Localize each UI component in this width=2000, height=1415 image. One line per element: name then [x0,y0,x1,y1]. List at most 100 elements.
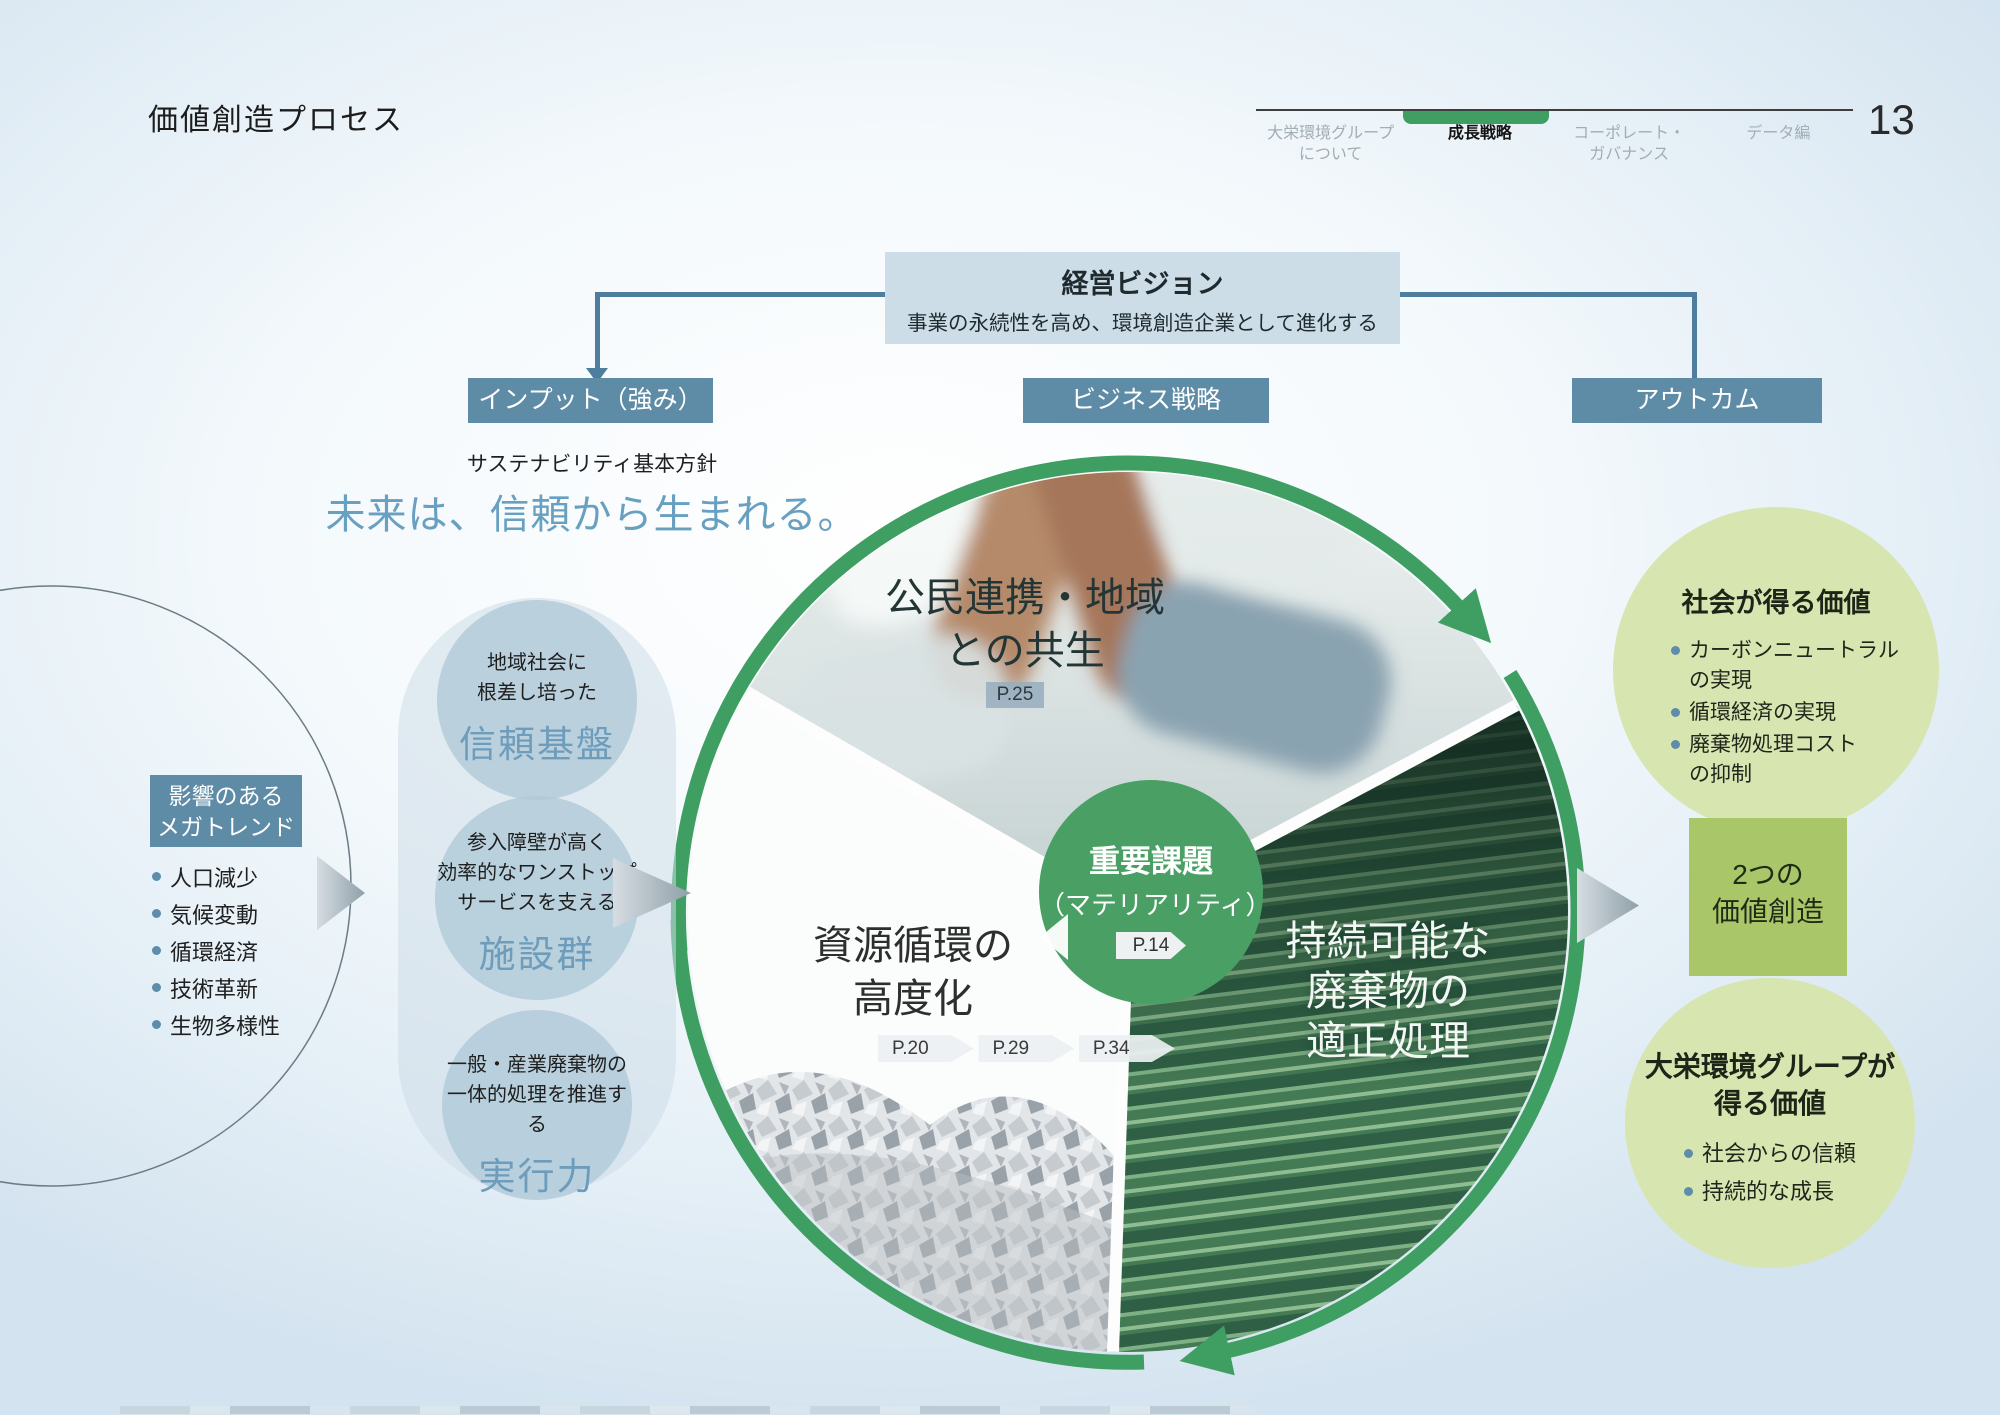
strength-desc: 一体的処理を推進する [447,1084,627,1136]
vision-subtitle: 事業の永続性を高め、環境創造企業として進化する [907,312,1378,335]
list-item: 循環経済 [152,932,280,969]
list-item: 技術革新 [152,969,280,1006]
strength-desc: 参入障壁が高く [467,832,607,854]
nav-label: ガバナンス [1589,146,1669,163]
outcome-item: の抑制 [1689,763,1752,786]
vision-box: 経営ビジョン 事業の永続性を高め、環境創造企業として進化する [885,252,1400,344]
segment-title-line: 廃棄物の [1306,968,1470,1014]
page-ref-list: P.20 P.29 P.34 [878,1035,1175,1067]
outcome-title: 社会が得る価値 [1681,588,1871,618]
nav-label: 大栄環境グループ [1267,125,1395,142]
column-label-business: ビジネス戦略 [1023,378,1269,423]
outcome-circle-group: 大栄環境グループが 得る価値 社会からの信頼 持続的な成長 [1625,978,1915,1268]
megatrend-label: 技術革新 [170,976,259,1002]
bullet-dot-icon [152,909,161,918]
bullet-dot-icon [1671,646,1680,655]
page-ref-tag[interactable]: P.25 [986,682,1044,708]
bullet-dot-icon [152,872,161,881]
nav-label: データ編 [1746,125,1811,142]
outcome-list: 社会からの信頼 持続的な成長 [1683,1136,1856,1212]
outcome-item: 循環経済の実現 [1689,701,1836,724]
bullet-dot-icon [1683,1149,1693,1158]
two-values-line: 価値創造 [1711,896,1824,927]
outcome-item: 廃棄物処理コスト [1689,733,1857,756]
megatrends-title: メガトレンド [157,814,295,840]
green-cycle-ring [670,455,1586,1376]
bullet-dot-icon [152,1020,161,1029]
outcome-item: の実現 [1689,669,1752,692]
bullet-dot-icon [1671,708,1680,717]
list-item: 社会からの信頼 [1683,1136,1856,1172]
list-item: カーボンニュートラル の実現 [1671,636,1939,696]
nav-item-group-about[interactable]: 大栄環境グループ について [1256,111,1405,165]
section-nav: 大栄環境グループ について 成長戦略 コーポレート・ ガバナンス データ編 [1256,109,1853,165]
strength-circle-trust: 地域社会に 根差し培った 信頼基盤 [437,600,637,800]
megatrends-list: 人口減少 気候変動 循環経済 技術革新 生物多様性 [152,858,280,1043]
segment-title-waste-treatment: 持続可能な 廃棄物の 適正処理 [1238,916,1538,1066]
bullet-dot-icon [1671,740,1680,749]
connector-line [1692,292,1697,378]
segment-title-line: との共生 [945,629,1105,673]
connector-line [595,292,600,370]
strength-circle-execution: 一般・産業廃棄物の 一体的処理を推進する 実行力 [442,1010,632,1200]
strength-keyword: 施設群 [478,934,596,975]
nav-label: コーポレート・ [1573,125,1686,142]
nav-item-growth-strategy[interactable]: 成長戦略 [1405,111,1554,165]
two-values-line: 2つの [1732,859,1804,890]
strength-desc: 根差し培った [477,682,597,704]
page-ref-tag[interactable]: P.14 [1116,932,1186,959]
materiality-title: 重要課題 [1089,844,1213,879]
list-item: 持続的な成長 [1683,1174,1856,1210]
list-item: 気候変動 [152,895,280,932]
outcome-item: 社会からの信頼 [1701,1141,1856,1166]
two-values-circle: 2つの 価値創造 [1689,818,1847,976]
megatrend-label: 人口減少 [170,865,259,891]
page-ref-tag[interactable]: P.29 [978,1035,1075,1062]
megatrends-box: 影響のある メガトレンド [150,775,302,847]
segment-title-resource-circulation: 資源循環の 高度化 [763,920,1063,1026]
nav-label: 成長戦略 [1447,125,1512,142]
strength-desc: 地域社会に [487,652,587,674]
connector-line [1400,292,1694,297]
list-item: 生物多様性 [152,1006,280,1043]
page-bottom-strip [120,1406,1255,1414]
segment-title-partnership: 公民連携・地域 との共生 [825,572,1225,678]
outcome-list: カーボンニュートラル の実現 循環経済の実現 廃棄物処理コスト の抑制 [1671,636,1939,790]
nav-item-data[interactable]: データ編 [1704,111,1853,165]
bullet-dot-icon [152,983,161,992]
segment-title-line: 資源循環の [813,924,1013,968]
outcome-title-line: 得る価値 [1713,1088,1826,1119]
list-item: 循環経済の実現 [1671,698,1939,728]
bullet-dot-icon [152,946,161,955]
vision-title: 経営ビジョン [1061,269,1224,299]
strength-desc: サービスを支える [457,892,617,914]
column-label-input: インプット（強み） [468,378,713,423]
strength-keyword: 信頼基盤 [459,724,615,765]
strength-desc: 一般・産業廃棄物の [447,1054,627,1076]
list-item: 廃棄物処理コスト の抑制 [1671,730,1939,790]
segment-title-line: 適正処理 [1306,1018,1470,1064]
materiality-center-circle: 重要課題 （マテリアリティ） P.14 [1039,780,1272,1004]
nav-label: について [1298,146,1363,163]
page-title: 価値創造プロセス [148,104,404,137]
strength-keyword: 実行力 [478,1156,596,1197]
page-number: 13 [1868,96,1915,143]
list-item: 人口減少 [152,858,280,895]
bullet-dot-icon [1683,1187,1693,1196]
segment-title-line: 持続可能な [1285,918,1491,964]
megatrends-title: 影響のある [168,783,284,809]
page-ref-tag[interactable]: P.20 [878,1035,974,1062]
megatrend-label: 気候変動 [170,902,259,928]
megatrend-label: 循環経済 [170,939,259,965]
materiality-subtitle: （マテリアリティ） [1039,890,1272,920]
strength-circle-facilities: 参入障壁が高く 効率的なワンストップ サービスを支える 施設群 [435,796,639,1000]
segment-title-line: 公民連携・地域 [885,576,1165,620]
outcome-item: 持続的な成長 [1701,1179,1834,1204]
column-label-outcome: アウトカム [1572,378,1822,423]
outcome-item: カーボンニュートラル [1689,639,1899,662]
megatrend-label: 生物多様性 [170,1013,281,1039]
sustainability-caption: サステナビリティ基本方針 [466,453,718,476]
page-ref-tag[interactable]: P.34 [1078,1035,1175,1062]
nav-item-corporate-governance[interactable]: コーポレート・ ガバナンス [1555,111,1704,165]
outcome-title-line: 大栄環境グループが [1644,1051,1896,1082]
